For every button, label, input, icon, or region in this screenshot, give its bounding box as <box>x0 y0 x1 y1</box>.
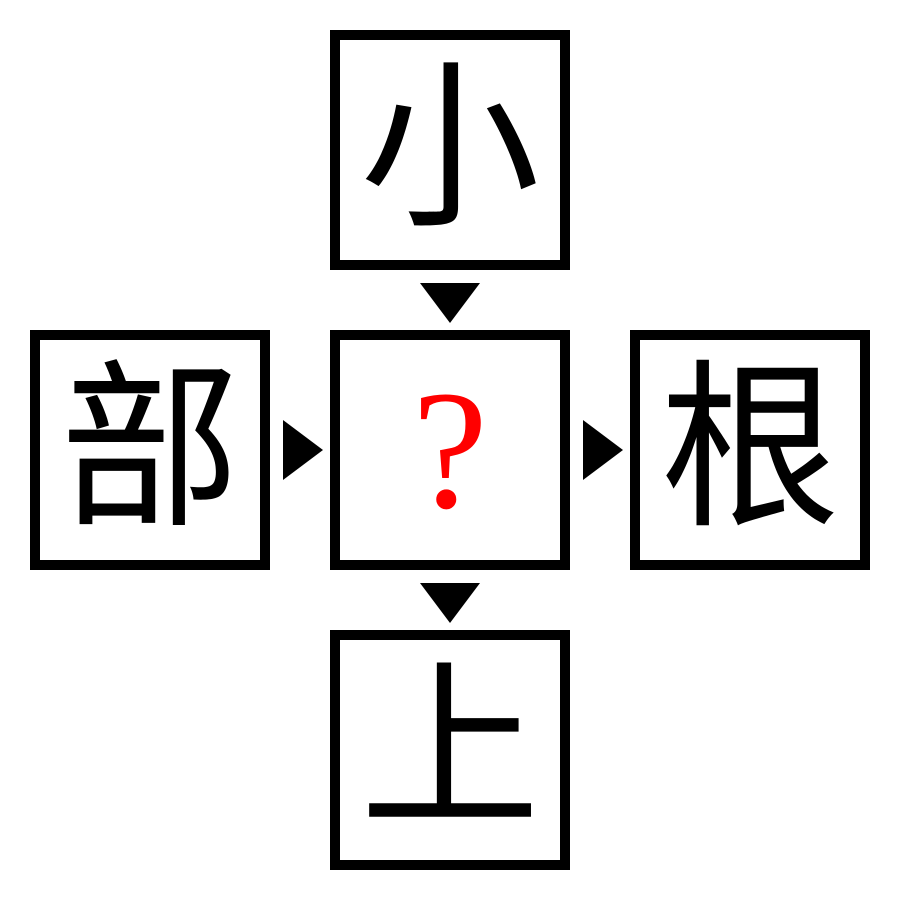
left-kanji-cell: 部 <box>30 330 270 570</box>
right-kanji-cell: 根 <box>630 330 870 570</box>
arrow-down-icon <box>420 283 480 323</box>
arrow-right-icon <box>283 420 323 480</box>
answer-cell[interactable]: ? <box>330 330 570 570</box>
arrow-right-icon <box>583 420 623 480</box>
top-kanji-cell: 小 <box>330 30 570 270</box>
top-kanji: 小 <box>359 45 540 254</box>
bottom-kanji-cell: 上 <box>330 630 570 870</box>
left-kanji: 部 <box>59 345 240 554</box>
question-mark: ? <box>412 356 488 544</box>
arrow-down-icon <box>420 583 480 623</box>
right-kanji: 根 <box>659 345 840 554</box>
bottom-kanji: 上 <box>359 645 540 854</box>
